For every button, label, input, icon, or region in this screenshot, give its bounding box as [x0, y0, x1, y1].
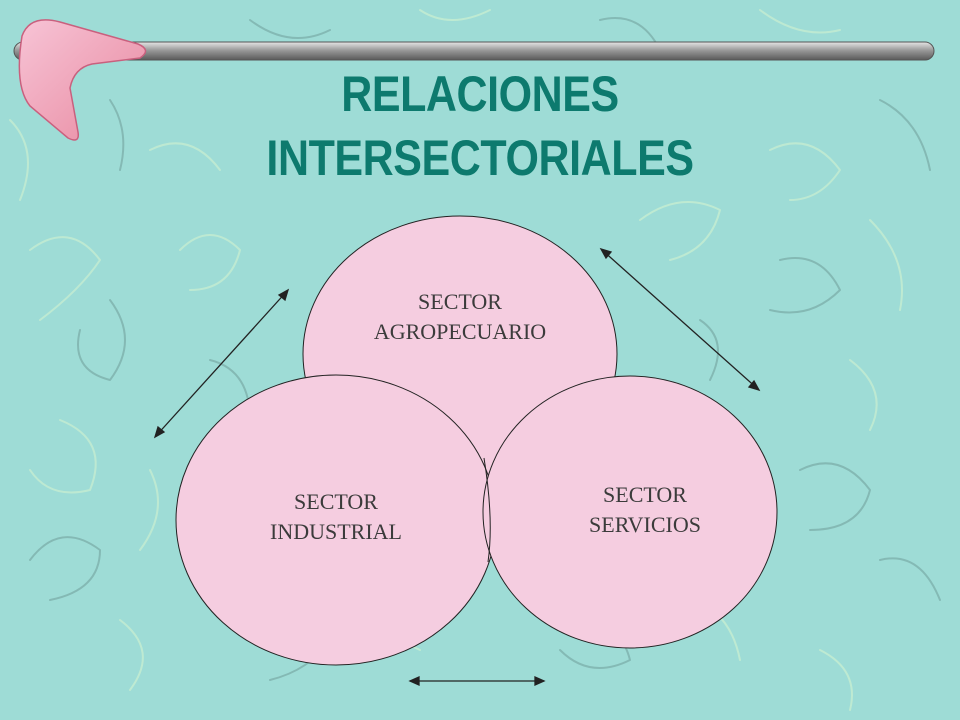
label-agro-line-2: AGROPECUARIO: [373, 319, 547, 344]
arrow-left: [153, 288, 290, 439]
boomerang-logo: [18, 19, 147, 141]
circle-overlap-outline: [483, 457, 491, 563]
label-servicios-line-1: SECTOR: [603, 482, 687, 507]
label-industrial-line-2: INDUSTRIAL: [270, 519, 402, 544]
circle-servicios: [482, 375, 778, 649]
title-line-1: RELACIONES: [341, 66, 619, 122]
label-industrial: SECTOR INDUSTRIAL: [206, 487, 466, 547]
label-servicios-line-2: SERVICIOS: [589, 512, 701, 537]
page-title: RELACIONES INTERSECTORIALES: [67, 62, 893, 190]
label-servicios: SECTOR SERVICIOS: [515, 480, 775, 540]
label-agropecuario: SECTOR AGROPECUARIO: [330, 287, 590, 347]
title-line-2: INTERSECTORIALES: [266, 130, 694, 186]
arrow-right: [599, 247, 761, 392]
sector-diagram: [175, 215, 778, 666]
top-bar: [13, 41, 935, 61]
relation-arrows: [153, 247, 761, 687]
label-agro-line-1: SECTOR: [418, 289, 502, 314]
arrow-bottom: [408, 675, 546, 687]
label-industrial-line-1: SECTOR: [294, 489, 378, 514]
